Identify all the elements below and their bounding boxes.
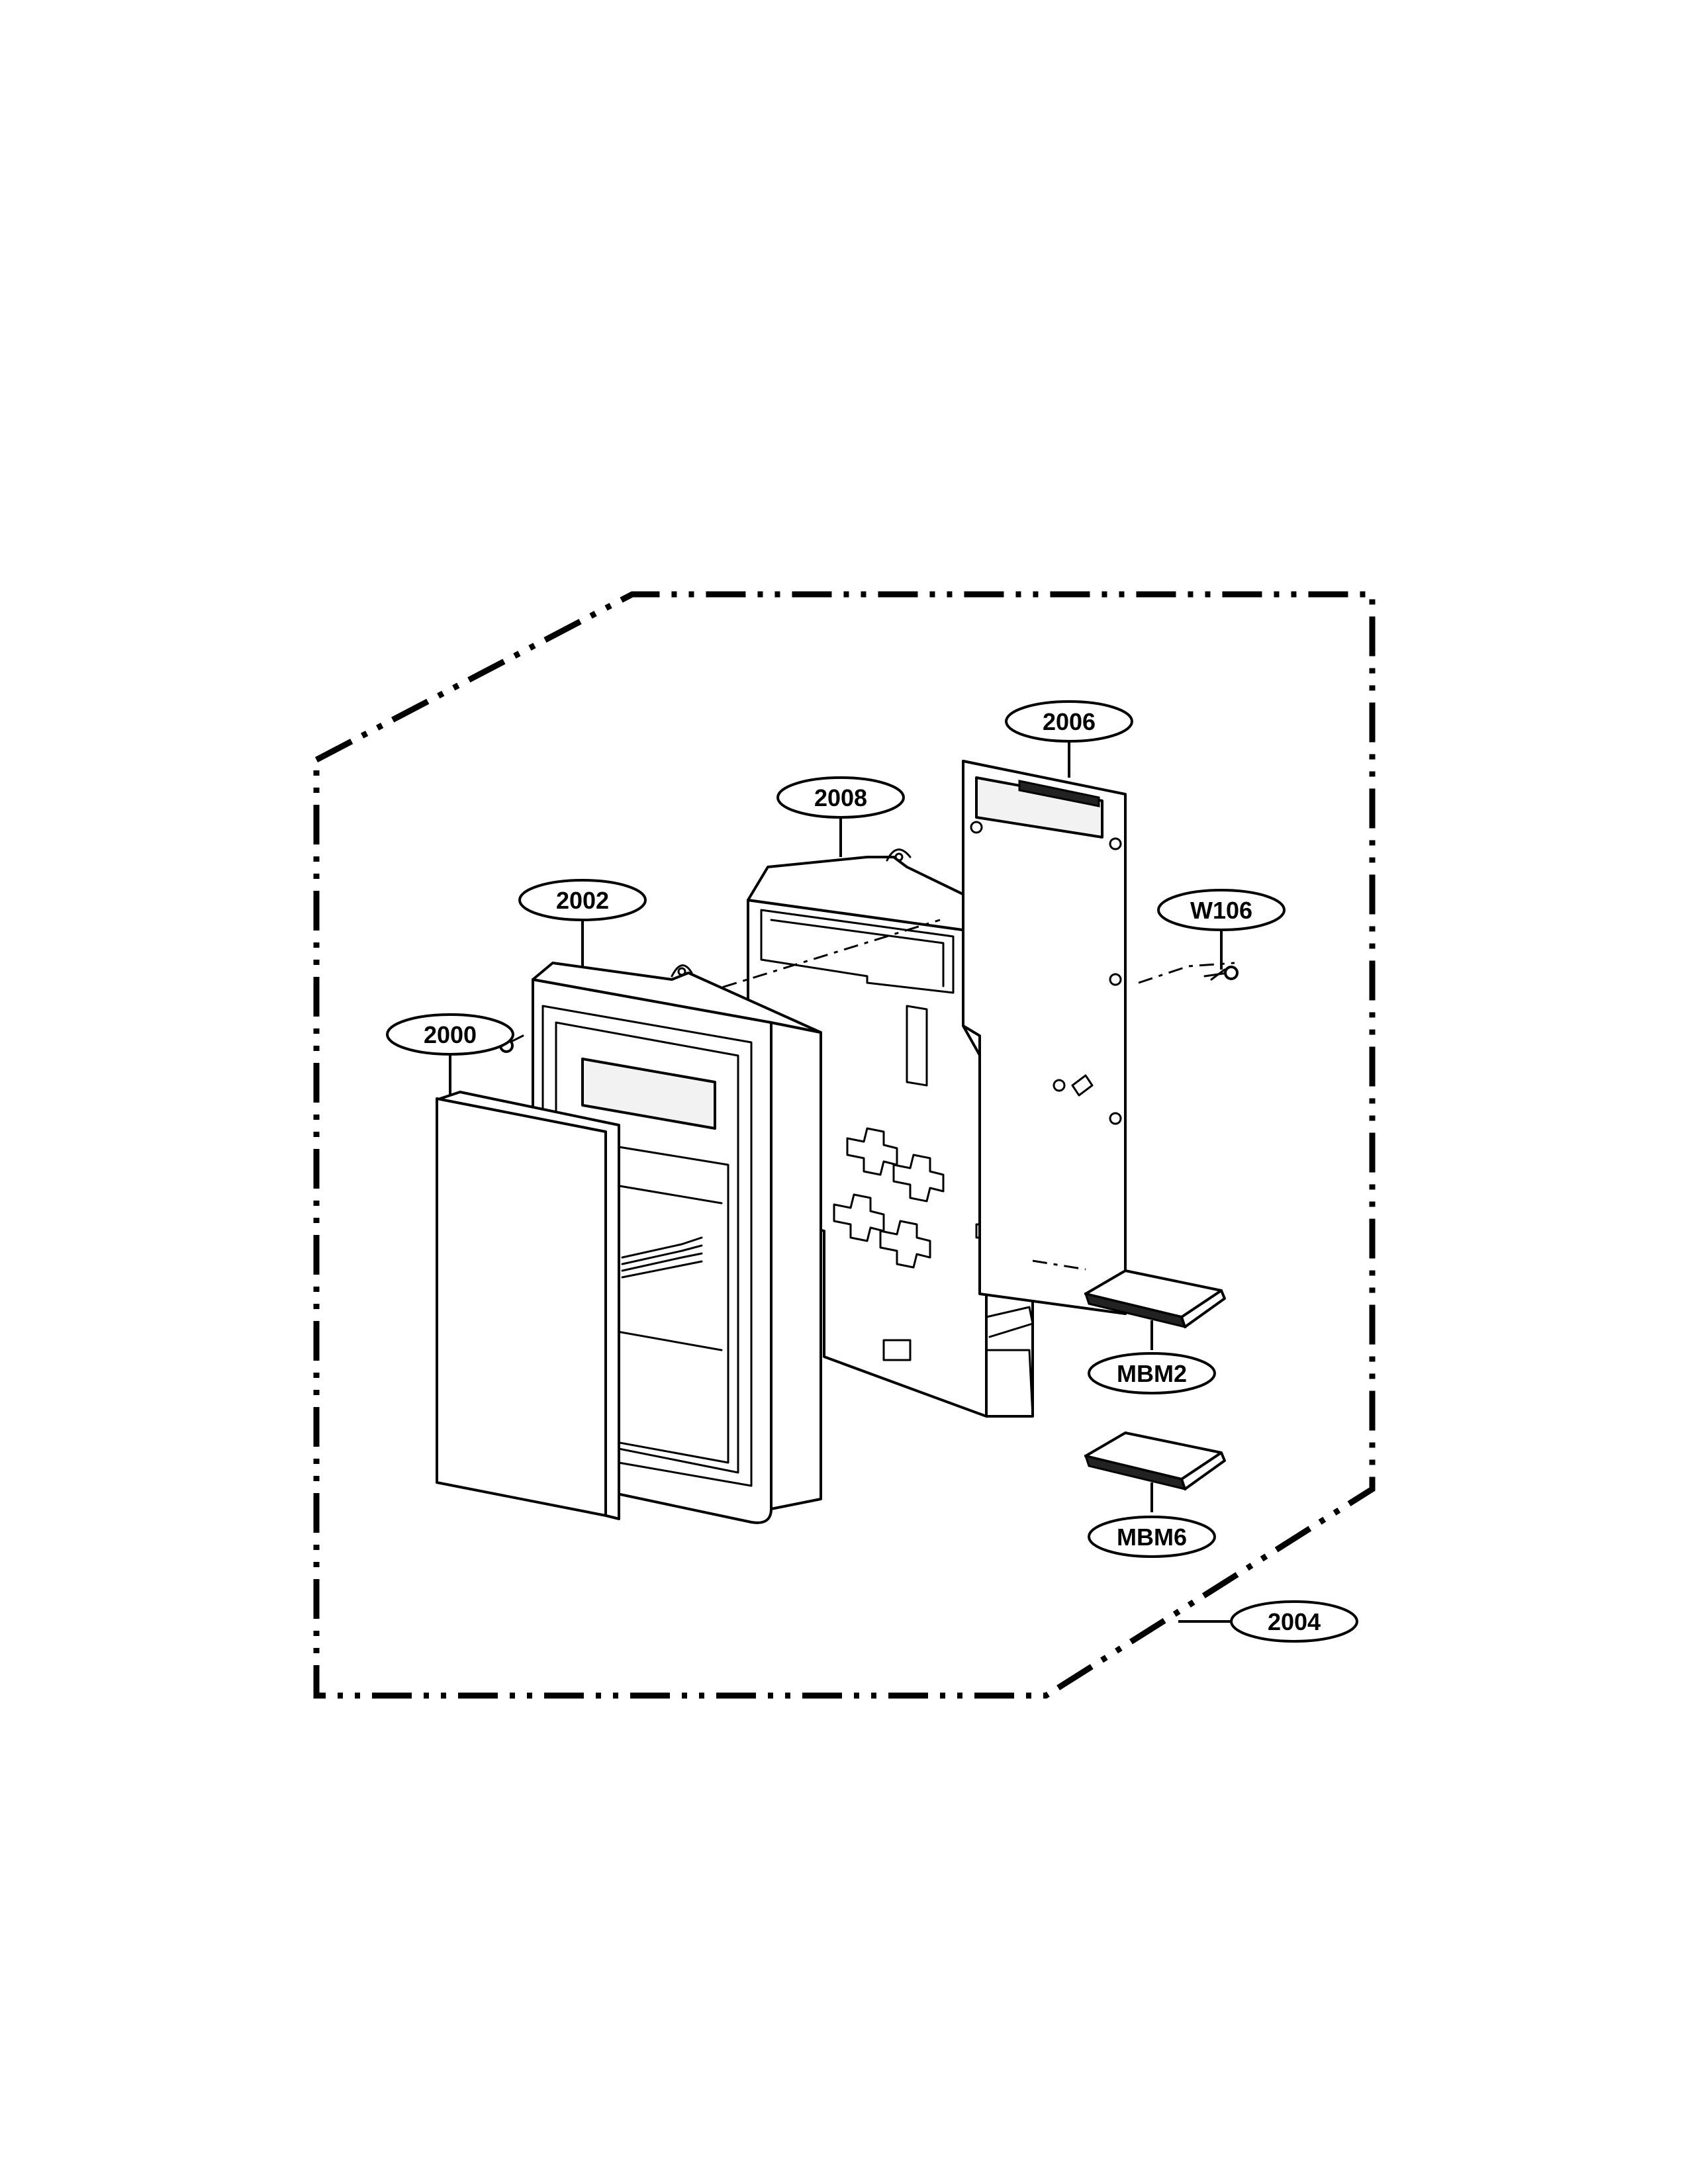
screw-w106-icon (1203, 966, 1239, 981)
callout-2008: 2008 (776, 776, 905, 819)
part-2000-front-sheet (436, 1091, 620, 1520)
callout-mbm6: MBM6 (1088, 1516, 1216, 1558)
callout-w106: W106 (1157, 889, 1286, 931)
callout-mbm2-label: MBM2 (1117, 1360, 1187, 1387)
part-mbm2 (1084, 1269, 1226, 1329)
callout-2004-label: 2004 (1268, 1608, 1321, 1635)
callout-2000-label: 2000 (424, 1021, 477, 1048)
callout-2002: 2002 (518, 879, 647, 921)
part-2006-pcb (962, 760, 1127, 1315)
assembly-boundary-2004 (313, 591, 1376, 1699)
callout-2000: 2000 (386, 1013, 514, 1056)
callout-2006-label: 2006 (1043, 708, 1096, 735)
callout-2004: 2004 (1230, 1600, 1358, 1643)
callout-w106-label: W106 (1190, 897, 1252, 924)
callout-mbm2: MBM2 (1088, 1352, 1216, 1394)
callout-2006: 2006 (1005, 700, 1133, 743)
alignment-line (1032, 1259, 1086, 1271)
callout-2008-label: 2008 (814, 784, 867, 811)
callout-mbm6-label: MBM6 (1117, 1524, 1187, 1551)
callout-2002-label: 2002 (556, 887, 609, 914)
part-mbm6 (1084, 1432, 1226, 1491)
